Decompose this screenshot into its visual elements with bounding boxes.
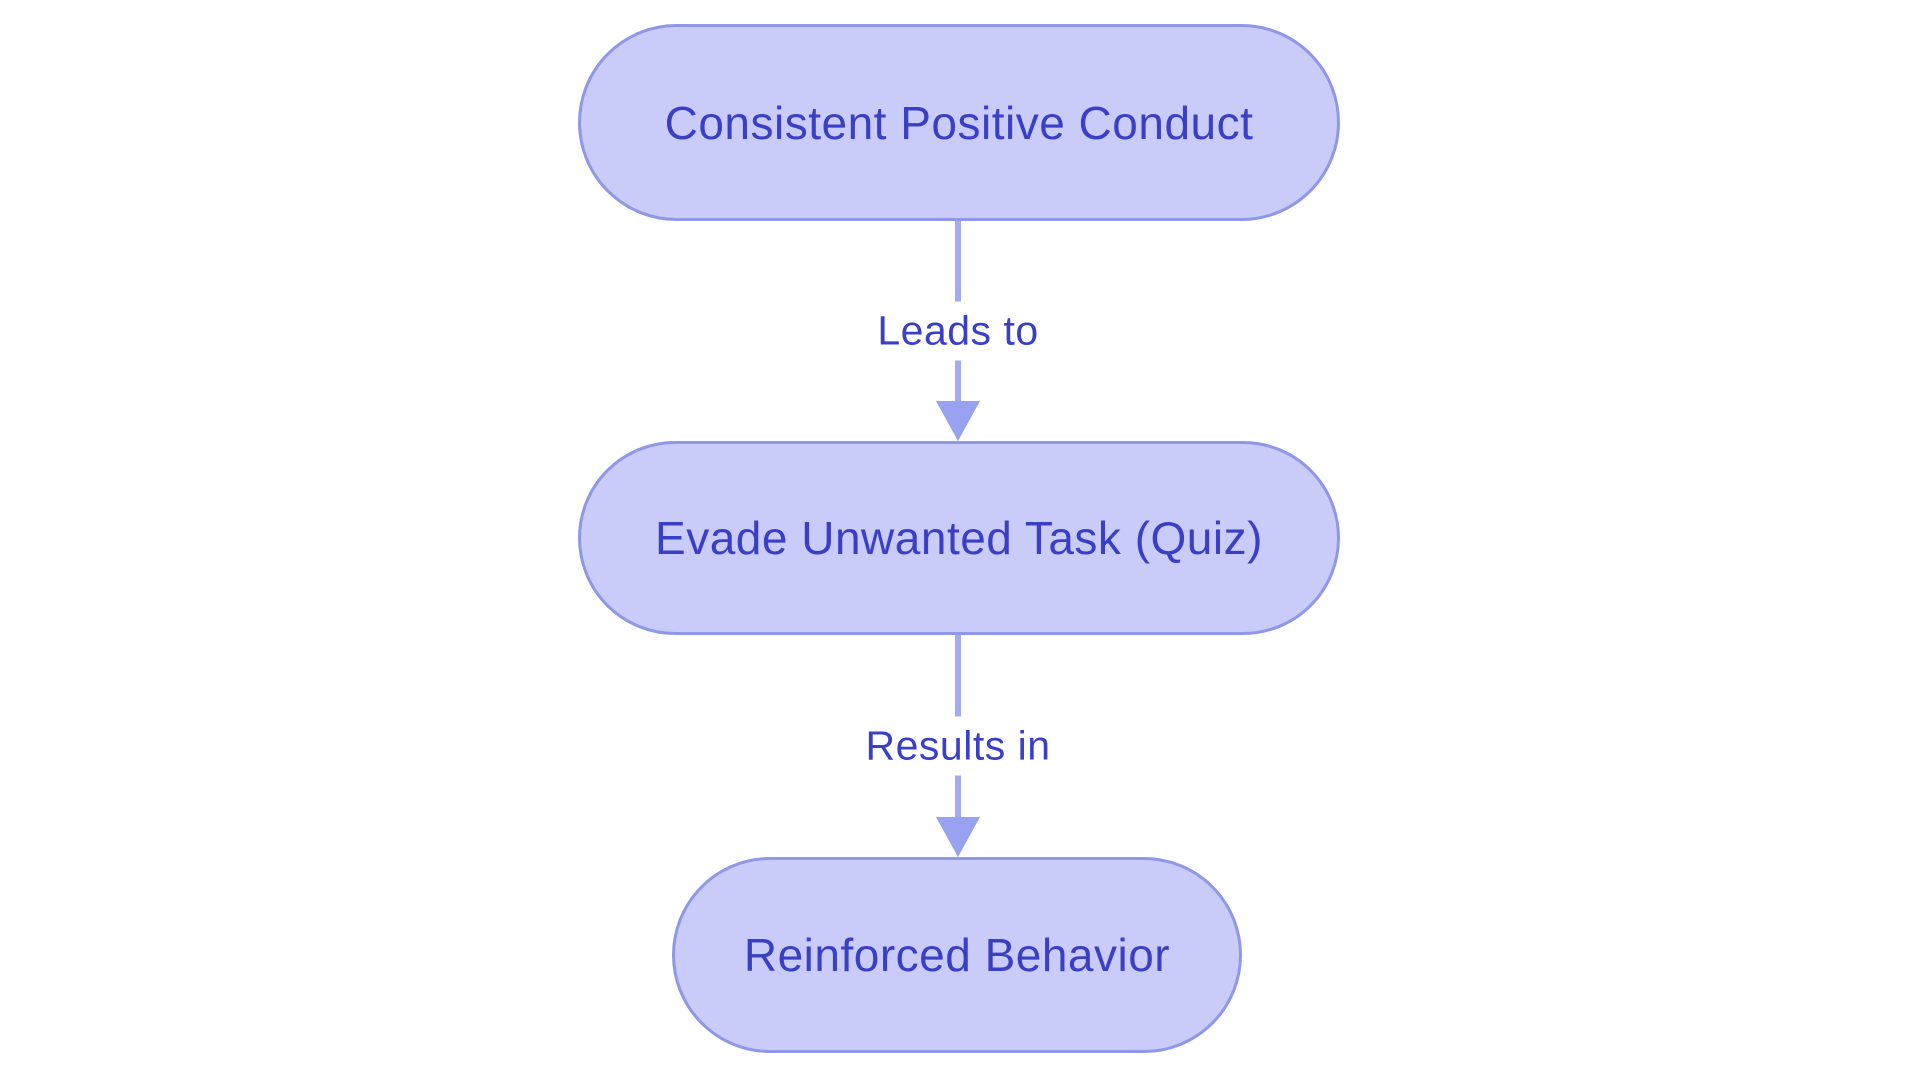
edge-leads-to: Leads to [865,221,1051,441]
node-label: Evade Unwanted Task (Quiz) [655,512,1263,564]
arrowhead-down-icon [936,401,980,441]
edge-label: Results in [853,716,1063,776]
arrowhead-down-icon [936,817,980,857]
node-consistent-positive-conduct: Consistent Positive Conduct [578,24,1340,221]
node-reinforced-behavior: Reinforced Behavior [672,857,1242,1053]
node-label: Consistent Positive Conduct [664,96,1254,149]
edge-label: Leads to [865,301,1051,361]
edge-results-in: Results in [853,635,1063,857]
node-evade-unwanted-task: Evade Unwanted Task (Quiz) [578,441,1340,635]
node-label: Reinforced Behavior [743,929,1171,981]
